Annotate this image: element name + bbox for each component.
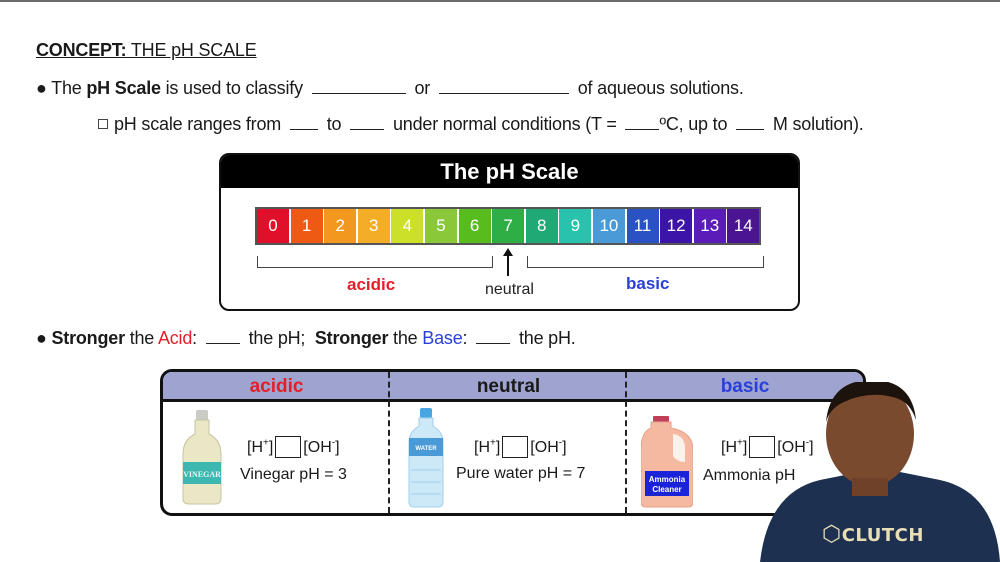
fill-blank bbox=[438, 78, 569, 94]
basic-label: basic bbox=[626, 274, 670, 293]
bullet-ph-scale-classify: ● The pH Scale is used to classify or of… bbox=[36, 78, 744, 98]
svg-text:Cleaner: Cleaner bbox=[652, 485, 681, 494]
ph-cell-12: 12 bbox=[660, 209, 693, 243]
ph-cell-9: 9 bbox=[559, 209, 592, 243]
fill-blank bbox=[289, 114, 318, 130]
bullet-stronger-acid-base: ● Stronger the Acid: the pH; Stronger th… bbox=[36, 328, 576, 348]
hexagon-logo-icon: ⬡ bbox=[822, 522, 842, 547]
acidic-label: acidic bbox=[347, 275, 396, 294]
svg-text:WATER: WATER bbox=[415, 446, 437, 452]
cell-neutral: WATER [H+][OH-] Pure water pH = 7 bbox=[390, 402, 627, 513]
fill-blank bbox=[736, 114, 765, 130]
fill-blank bbox=[625, 114, 660, 130]
column-divider bbox=[625, 372, 627, 513]
ph-cell-2: 2 bbox=[324, 209, 357, 243]
header-acidic: acidic bbox=[249, 376, 304, 397]
svg-text:Ammonia: Ammonia bbox=[649, 475, 686, 484]
bullet-dot: ● bbox=[36, 328, 52, 348]
ph-cell-1: 1 bbox=[290, 209, 323, 243]
header-basic: basic bbox=[720, 376, 770, 397]
h-oh-comparison: [H+][OH-] bbox=[721, 436, 814, 458]
concept-title: CONCEPT: THE pH SCALE bbox=[36, 40, 257, 60]
ph-cell-13: 13 bbox=[693, 209, 726, 243]
ph-cell-8: 8 bbox=[525, 209, 558, 243]
acidic-bracket bbox=[257, 256, 493, 268]
ph-scale-title: The pH Scale bbox=[221, 155, 798, 188]
ph-cell-0: 0 bbox=[257, 209, 289, 243]
water-bottle-icon: WATER bbox=[408, 408, 444, 508]
clutch-logo: ⬡CLUTCH bbox=[822, 522, 924, 547]
answer-box[interactable] bbox=[749, 436, 776, 458]
answer-box[interactable] bbox=[275, 436, 302, 458]
header-neutral: neutral bbox=[476, 376, 541, 397]
fill-blank bbox=[476, 328, 511, 344]
neutral-arrow-icon bbox=[503, 248, 513, 276]
ph-cell-11: 11 bbox=[626, 209, 659, 243]
ph-cell-7: 7 bbox=[492, 209, 525, 243]
presenter-video bbox=[760, 382, 1000, 562]
ph-cell-4: 4 bbox=[391, 209, 424, 243]
answer-box[interactable] bbox=[502, 436, 529, 458]
svg-text:VINEGAR: VINEGAR bbox=[183, 470, 221, 479]
vinegar-ph-text: Vinegar pH = 3 bbox=[240, 466, 347, 483]
comparison-table: acidic neutral basic VINEGAR [H+][OH-] V… bbox=[160, 369, 866, 516]
basic-bracket bbox=[527, 256, 764, 268]
top-border bbox=[0, 0, 1000, 2]
vinegar-bottle-icon: VINEGAR bbox=[182, 410, 222, 505]
ammonia-ph-text: Ammonia pH bbox=[703, 467, 796, 484]
cell-basic: Ammonia Cleaner [H+][OH-] Ammonia pH bbox=[627, 402, 863, 513]
comparison-table-header: acidic neutral basic bbox=[163, 372, 863, 402]
ph-cell-6: 6 bbox=[458, 209, 491, 243]
column-divider bbox=[388, 372, 390, 513]
water-ph-text: Pure water pH = 7 bbox=[456, 465, 586, 482]
ph-cell-14: 14 bbox=[727, 209, 760, 243]
cell-acidic: VINEGAR [H+][OH-] Vinegar pH = 3 bbox=[163, 402, 390, 513]
sub-bullet-range: pH scale ranges from to under normal con… bbox=[98, 114, 864, 135]
fill-blank bbox=[205, 328, 240, 344]
ph-cell-10: 10 bbox=[592, 209, 625, 243]
fill-blank bbox=[311, 78, 406, 94]
ammonia-bottle-icon: Ammonia Cleaner bbox=[641, 416, 693, 508]
bullet-dot: ● bbox=[36, 78, 52, 98]
fill-blank bbox=[350, 114, 385, 130]
h-oh-comparison: [H+][OH-] bbox=[474, 436, 567, 458]
ph-cell-5: 5 bbox=[424, 209, 457, 243]
ph-cell-3: 3 bbox=[357, 209, 390, 243]
square-bullet-icon bbox=[98, 119, 108, 129]
neutral-label: neutral bbox=[485, 281, 534, 298]
h-oh-comparison: [H+][OH-] bbox=[247, 436, 340, 458]
